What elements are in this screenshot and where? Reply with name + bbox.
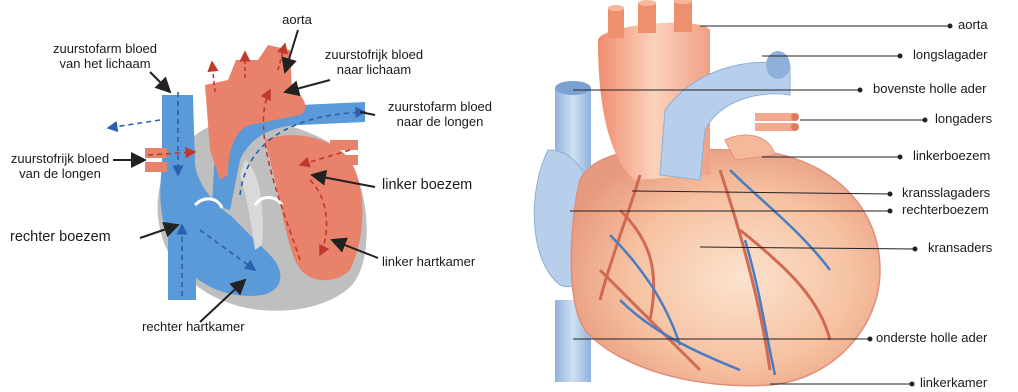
label-left-atrium-right: linkerboezem [913,149,990,164]
label-deoxy-to-lungs: zuurstofarm bloed naar de longen [388,100,492,130]
label-right-atrium: rechter boezem [10,229,111,246]
label-line: zuurstofrijk bloed [11,152,109,167]
label-line: van de longen [11,167,109,182]
label-oxy-from-lungs: zuurstofrijk bloed van de longen [11,152,109,182]
label-aorta-right: aorta [958,18,988,33]
label-left-ventricle-right: linkerkamer [920,376,987,391]
label-line: van het lichaam [53,57,157,72]
label-oxy-to-body: zuurstofrijk bloed naar lichaam [325,48,423,78]
label-pulmonary-veins: longaders [935,112,992,127]
label-line: zuurstofarm bloed [388,100,492,115]
label-left-atrium: linker boezem [382,177,472,194]
label-line: naar de longen [388,115,492,130]
label-line: zuurstofrijk bloed [325,48,423,63]
label-coronary-arteries: kransslagaders [902,186,990,201]
label-superior-vena-cava: bovenste holle ader [873,82,986,97]
label-inferior-vena-cava: onderste holle ader [876,331,987,346]
label-right-atrium-right: rechterboezem [902,203,989,218]
label-coronary-veins: kransaders [928,241,992,256]
label-pulmonary-artery: longslagader [913,48,987,63]
label-line: zuurstofarm bloed [53,42,157,57]
label-line: naar lichaam [325,63,423,78]
label-right-ventricle: rechter hartkamer [142,320,245,335]
label-aorta-left: aorta [282,13,312,28]
label-deoxy-from-body: zuurstofarm bloed van het lichaam [53,42,157,72]
right-heart-anatomy [534,0,952,386]
label-left-ventricle: linker hartkamer [382,255,475,270]
